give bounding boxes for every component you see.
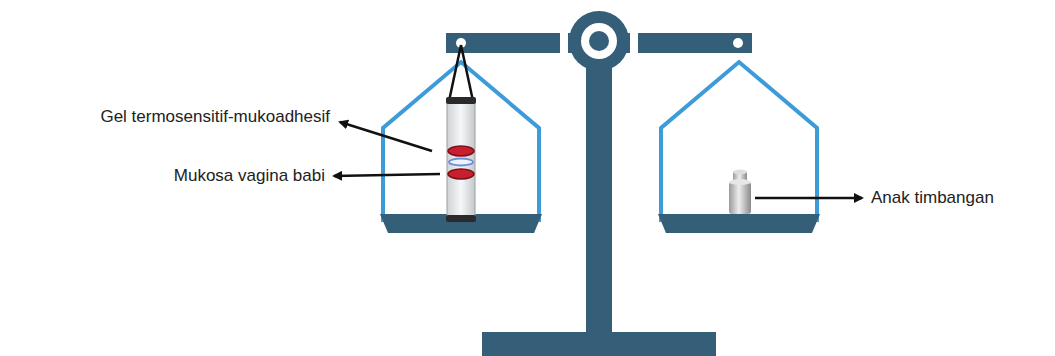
leader-arrow	[334, 174, 440, 176]
leader-arrow	[755, 197, 862, 200]
pole	[586, 60, 612, 335]
pivot	[569, 11, 629, 71]
tube	[447, 100, 475, 218]
mucosa	[449, 159, 473, 166]
label: Gel termosensitif-mukoadhesif	[100, 107, 330, 127]
gel-disc	[448, 146, 474, 156]
label: Mukosa vagina babi	[174, 166, 325, 186]
pan	[380, 214, 542, 233]
weight	[729, 182, 751, 214]
base	[482, 332, 716, 356]
label: Anak timbangan	[871, 188, 994, 208]
leader-arrow	[340, 122, 432, 151]
gel-disc	[448, 169, 474, 179]
string	[449, 45, 473, 101]
pan	[658, 214, 820, 233]
